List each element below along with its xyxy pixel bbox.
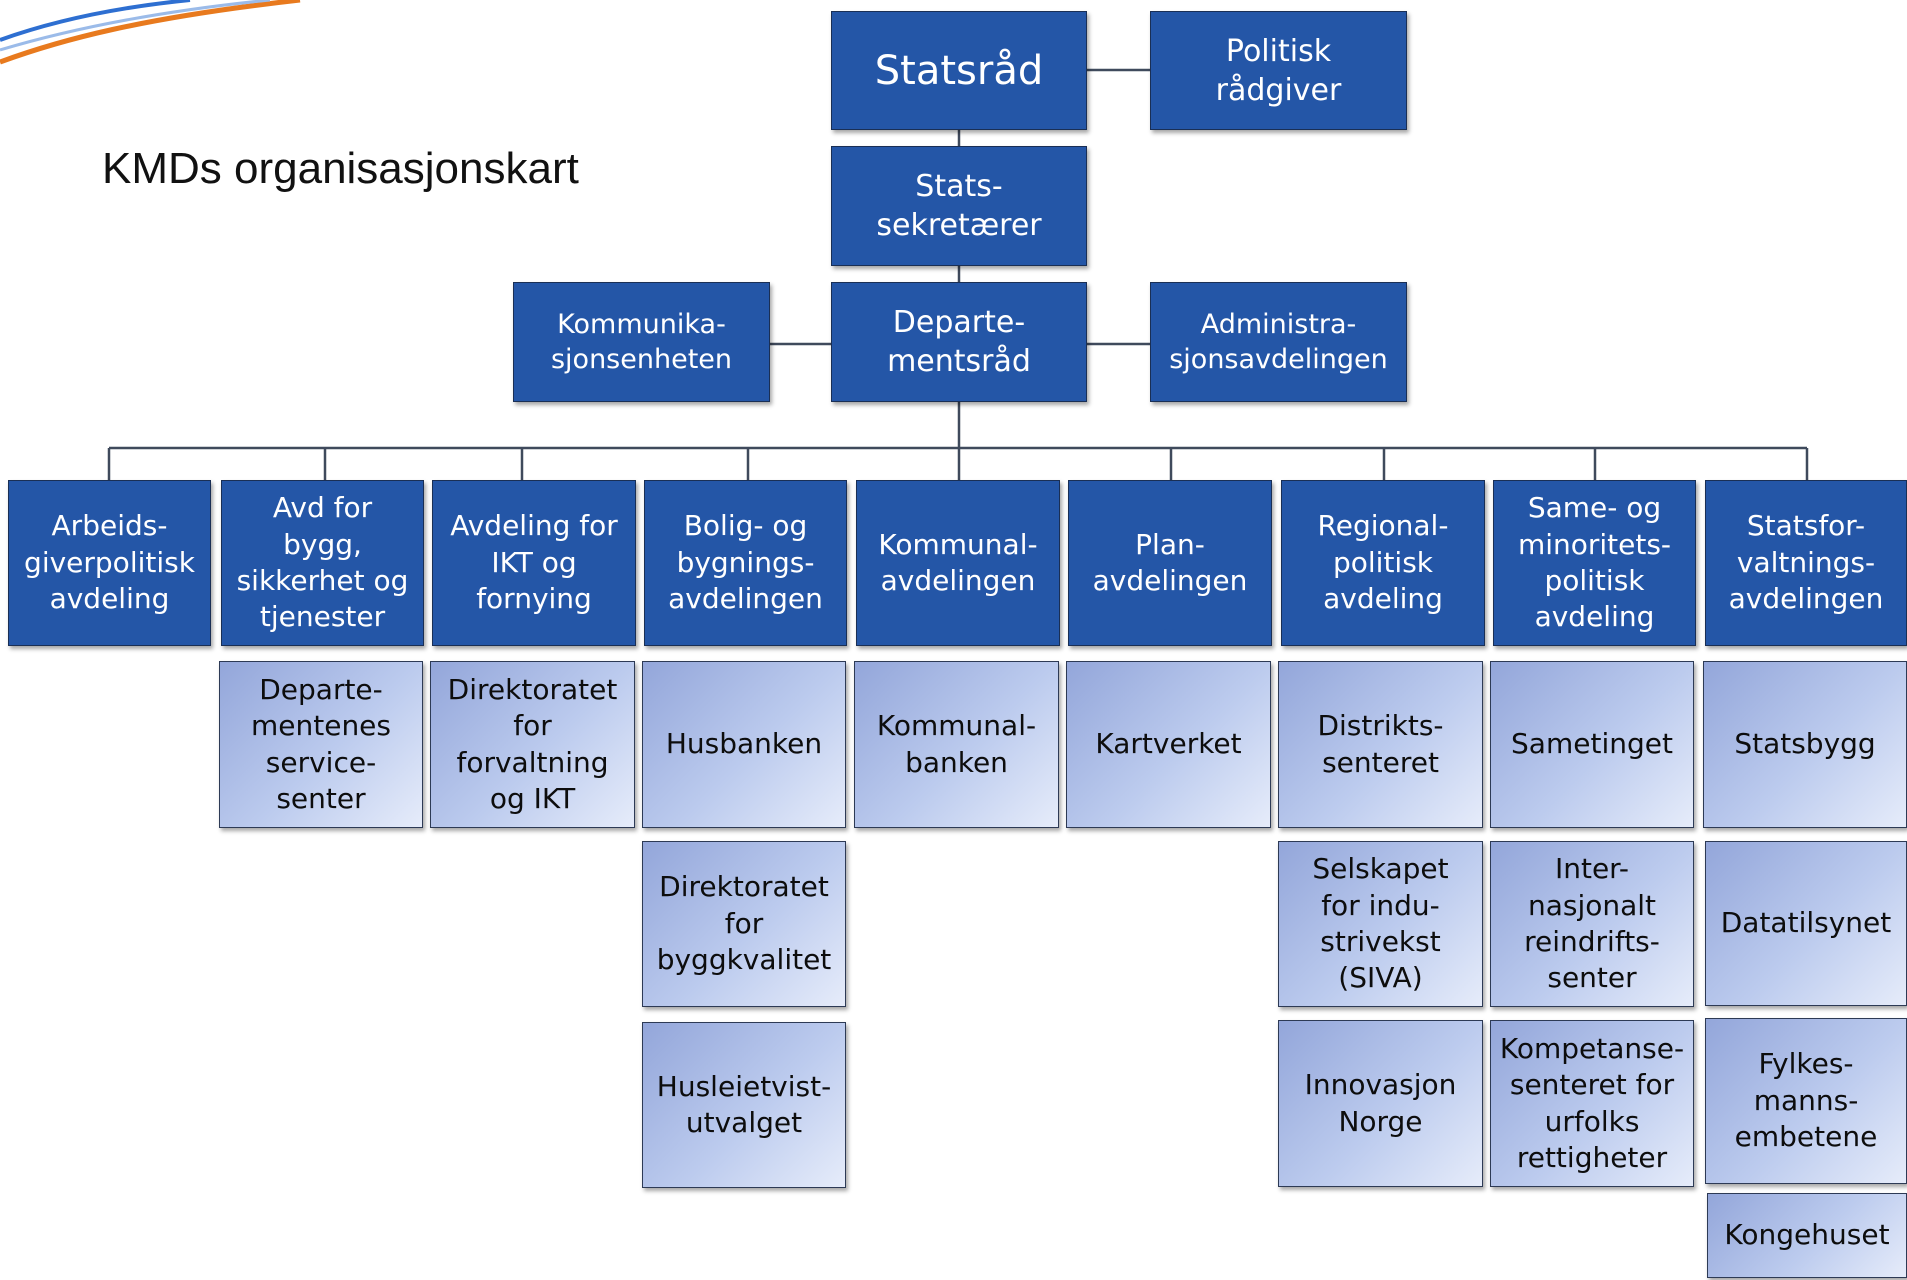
box-kommunikasjonsenheten: Kommunika- sjonsenheten (513, 282, 770, 402)
box-statsrad: Statsråd (831, 11, 1087, 130)
page-title: KMDs organisasjonskart (102, 144, 579, 193)
dept-kommunal: Kommunal- avdelingen (856, 480, 1060, 646)
box-politisk-radgiver: Politisk rådgiver (1150, 11, 1407, 130)
dept-ikt-fornying: Avdeling for IKT og fornying (432, 480, 636, 646)
agency-fylkesmannsembetene: Fylkes- manns- embetene (1705, 1018, 1907, 1184)
agency-direktoratet-byggkvalitet: Direktoratet for byggkvalitet (642, 841, 846, 1007)
agency-sametinget: Sametinget (1490, 661, 1694, 828)
box-administrasjonsavdelingen: Administra- sjonsavdelingen (1150, 282, 1407, 402)
agency-siva: Selskapet for indu- strivekst (SIVA) (1278, 841, 1483, 1007)
dept-arbeidsgiverpolitisk: Arbeids- giverpolitisk avdeling (8, 480, 211, 646)
agency-husleietvistutvalget: Husleietvist- utvalget (642, 1022, 846, 1188)
agency-kartverket: Kartverket (1066, 661, 1271, 828)
dept-bygg-sikkerhet-tjenester: Avd for bygg, sikkerhet og tjenester (221, 480, 424, 646)
agency-statsbygg: Statsbygg (1703, 661, 1907, 828)
agency-distriktssenteret: Distrikts- senteret (1278, 661, 1483, 828)
agency-innovasjon-norge: Innovasjon Norge (1278, 1020, 1483, 1187)
agency-kompetansesenteret-urfolk: Kompetanse- senteret for urfolks rettigh… (1490, 1020, 1694, 1187)
agency-reindriftssenter: Inter- nasjonalt reindrifts- senter (1490, 841, 1694, 1007)
dept-bolig-bygning: Bolig- og bygnings- avdelingen (644, 480, 847, 646)
agency-kommunalbanken: Kommunal- banken (854, 661, 1059, 828)
agency-departementenes-servicesenter: Departe- mentenes service- senter (219, 661, 423, 828)
dept-statsforvaltning: Statsfor- valtnings- avdelingen (1705, 480, 1907, 646)
agency-difi: Direktoratet for forvaltning og IKT (430, 661, 635, 828)
agency-husbanken: Husbanken (642, 661, 846, 828)
logo-swoosh (0, 0, 301, 65)
box-statssekretaerer: Stats- sekretærer (831, 146, 1087, 266)
dept-same-minoritet: Same- og minoritets- politisk avdeling (1493, 480, 1696, 646)
agency-kongehuset: Kongehuset (1707, 1193, 1907, 1278)
dept-plan: Plan- avdelingen (1068, 480, 1272, 646)
agency-datatilsynet: Datatilsynet (1705, 841, 1907, 1006)
dept-regionalpolitisk: Regional- politisk avdeling (1281, 480, 1485, 646)
box-departementsrad: Departe- mentsråd (831, 282, 1087, 402)
